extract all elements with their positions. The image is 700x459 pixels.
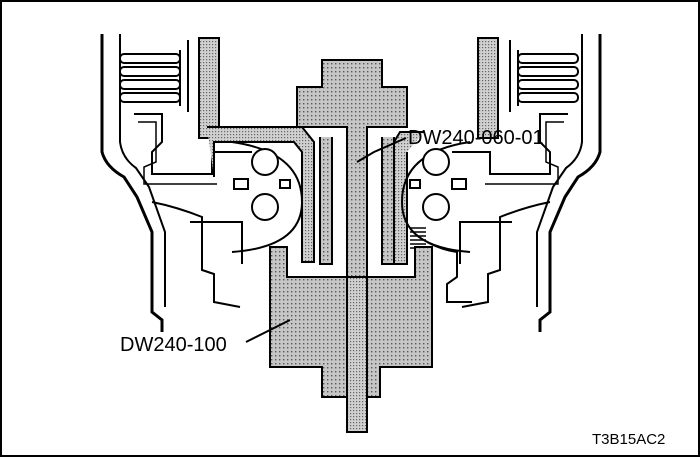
sleeve-left	[198, 37, 220, 139]
bearing-left	[231, 141, 304, 253]
upper-tool-label: DW240-060-01	[408, 127, 544, 149]
clutch-pack-left	[119, 40, 189, 112]
figure-code: T3B15AC2	[592, 431, 666, 448]
clutch-pack-right	[509, 40, 579, 112]
sleeve-right	[477, 37, 499, 139]
bearing-right	[400, 141, 471, 253]
leader-upper-tool	[356, 137, 407, 163]
leader-lower-tool	[245, 319, 291, 343]
housing-right	[538, 34, 602, 332]
lower-tool-label: DW240-100	[120, 334, 227, 356]
housing-left	[100, 34, 164, 332]
